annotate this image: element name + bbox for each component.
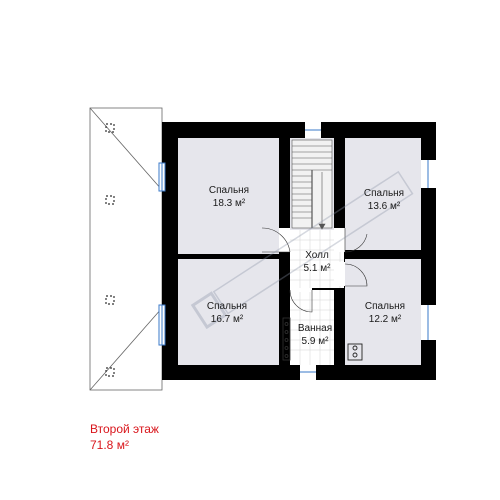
room-area-label: 12.2 м² bbox=[369, 314, 402, 325]
room-area-label: 18.3 м² bbox=[213, 198, 246, 209]
room-name-label: Ванная bbox=[298, 323, 332, 334]
floor-area: 71.8 м² bbox=[90, 438, 129, 452]
room-bedroom-top-left bbox=[178, 138, 279, 254]
room-area-label: 16.7 м² bbox=[211, 314, 244, 325]
room-area-label: 13.6 м² bbox=[368, 201, 401, 212]
room-name-label: Спальня bbox=[365, 301, 405, 312]
roof-slope-outline bbox=[89, 107, 163, 391]
room-name-label: Спальня bbox=[209, 185, 249, 196]
room-area-label: 5.1 м² bbox=[304, 263, 332, 274]
window-glass bbox=[161, 129, 429, 373]
door-swing-icon bbox=[261, 227, 368, 313]
room-name-label: Спальня bbox=[364, 188, 404, 199]
room-area-label: 5.9 м² bbox=[302, 336, 330, 347]
room-bedroom-bottom-right bbox=[345, 259, 421, 365]
dashed-square-marker bbox=[105, 123, 115, 377]
watermark-logo bbox=[190, 170, 414, 330]
bathtub-fixtures-icon bbox=[282, 317, 291, 361]
room-name-label: Холл bbox=[305, 250, 329, 261]
stove-icon bbox=[347, 343, 363, 361]
room-bedroom-top-right bbox=[345, 138, 421, 250]
floor-title: Второй этаж bbox=[90, 422, 159, 436]
tile-grid bbox=[290, 290, 334, 365]
room-bedroom-bottom-left bbox=[178, 259, 279, 365]
staircase-icon bbox=[291, 139, 333, 230]
room-name-label: Спальня bbox=[207, 301, 247, 312]
